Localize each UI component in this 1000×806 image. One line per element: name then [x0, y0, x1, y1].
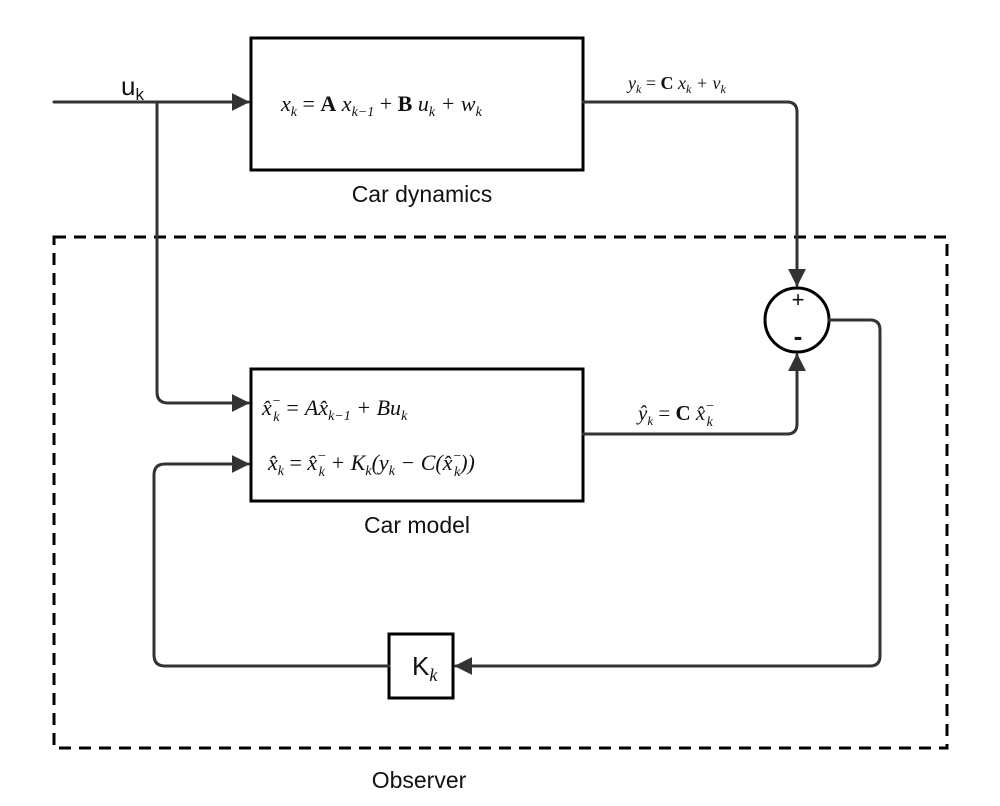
car-model-update-equation: x̂k = x̂−k + Kk(yk − C(x̂−k))	[267, 449, 475, 480]
error-wire	[454, 318, 882, 675]
observer-boundary	[52, 235, 949, 750]
gain-label: Kk	[412, 651, 438, 685]
car-model-label: Car model	[364, 512, 470, 538]
gain-feedback-wire	[152, 455, 391, 668]
car-model-block	[249, 367, 585, 503]
car-dynamics-label: Car dynamics	[352, 181, 493, 207]
summer-minus-sign: -	[794, 321, 803, 351]
predicted-output-equation: ŷk = C x̂−k	[636, 399, 715, 430]
car-model-prediction-equation: x̂−k = Ax̂k−1 + Buk	[261, 394, 408, 425]
car-dynamics-block	[249, 36, 585, 172]
observer-label: Observer	[372, 767, 467, 793]
input-branch-wire	[155, 100, 250, 412]
measurement-wire	[581, 100, 806, 287]
predicted-output-wire	[581, 353, 806, 436]
car-dynamics-equation: xk = A xk−1 + B uk + wk	[280, 91, 483, 120]
input-signal-label: uk	[121, 71, 144, 104]
summer-plus-sign: +	[792, 287, 805, 312]
measurement-equation: yk = C xk + vk	[626, 73, 726, 96]
